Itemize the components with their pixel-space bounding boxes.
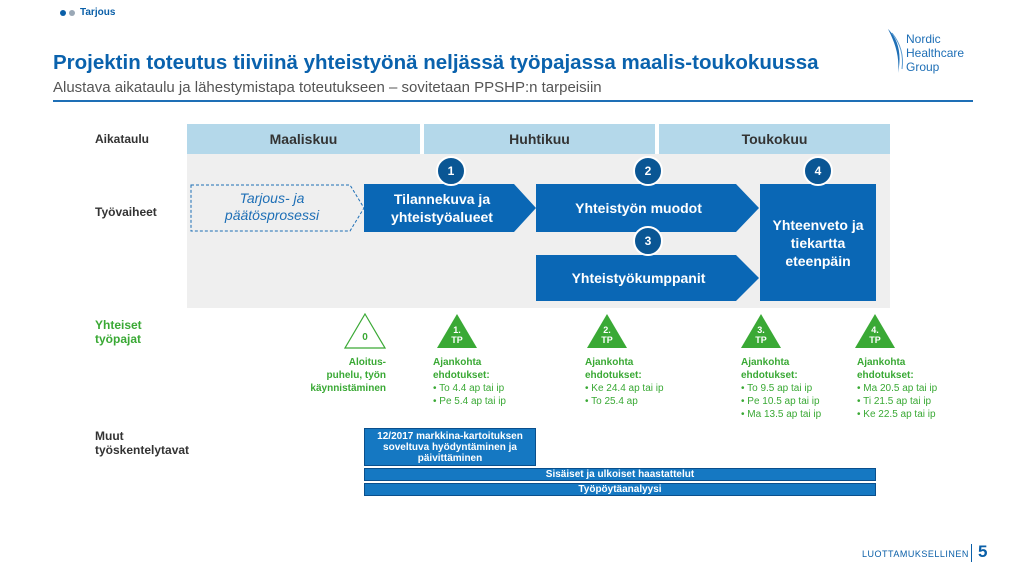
phase-1-arrow (364, 184, 536, 232)
workshop-4-text: Ajankohta ehdotukset: • Ma 20.5 ap tai i… (857, 356, 937, 421)
mark-line: TP (601, 335, 613, 345)
workshop-item: • To 9.5 ap tai ip (741, 383, 813, 394)
workshop-item: • Ke 22.5 ap tai ip (857, 409, 936, 420)
phase-number-2: 2 (633, 156, 663, 186)
workshop-3-mark: 3.TP (740, 325, 782, 345)
tender-line: päätösprosessi (224, 207, 320, 223)
workshop-heading: Ajankohta (857, 357, 906, 368)
phase-4-line: eteenpäin (785, 252, 851, 269)
workshop-3-text: Ajankohta ehdotukset: • To 9.5 ap tai ip… (741, 356, 821, 421)
row-label-other: Muut työskentelytavat (95, 429, 189, 457)
header-dot (69, 10, 75, 16)
bar-line: päivittäminen (417, 453, 483, 464)
workshop-2-mark: 2.TP (586, 325, 628, 345)
row-label-line: Yhteiset (95, 318, 142, 332)
tender-phase-label: Tarjous- ja päätösprosessi (192, 190, 352, 224)
bar-line: 12/2017 markkina-kartoituksen (377, 431, 523, 442)
mark-line: 2. (603, 325, 611, 335)
mark-line: 1. (453, 325, 461, 335)
desk-analysis-bar: Työpöytäanalyysi (364, 483, 876, 496)
page-subtitle: Alustava aikataulu ja lähestymistapa tot… (53, 79, 602, 96)
workshop-heading: ehdotukset: (857, 370, 914, 381)
title-divider (53, 100, 973, 102)
workshop-0-mark: 0 (362, 332, 368, 343)
workshop-1-text: Ajankohta ehdotukset: • To 4.4 ap tai ip… (433, 356, 506, 408)
row-label-schedule: Aikataulu (95, 132, 150, 146)
phase-3-arrow (536, 255, 759, 301)
phase-number-1: 1 (436, 156, 466, 186)
workshop-heading: Ajankohta (433, 357, 482, 368)
workshop-2-triangle (587, 314, 627, 348)
workshop-item: • To 25.4 ap (585, 396, 638, 407)
tender-phase-outline (190, 184, 365, 232)
month-march: Maaliskuu (187, 124, 420, 154)
phase-1-label: Tilannekuva ja yhteistyöalueet (366, 184, 518, 232)
phase-2-arrow (536, 184, 759, 232)
workshop-item: • To 4.4 ap tai ip (433, 383, 505, 394)
workshop-heading: Ajankohta (741, 357, 790, 368)
phase-number-4: 4 (803, 156, 833, 186)
workshop-heading: ehdotukset: (585, 370, 642, 381)
phase-number-3: 3 (633, 226, 663, 256)
row-label-line: työskentelytavat (95, 443, 190, 457)
header-tag: Tarjous (80, 7, 116, 18)
workshop-2-text: Ajankohta ehdotukset: • Ke 24.4 ap tai i… (585, 356, 664, 408)
page-title: Projektin toteutus tiiviinä yhteistyönä … (53, 51, 819, 74)
row-label-line: työpajat (95, 332, 142, 346)
month-april: Huhtikuu (424, 124, 655, 154)
header-dot (60, 10, 66, 16)
confidential-label: LUOTTAMUKSELLINEN (862, 549, 969, 559)
workshop-heading: Ajankohta (585, 357, 634, 368)
workshop-item: • Pe 10.5 ap tai ip (741, 396, 820, 407)
workshop-item: • Ti 21.5 ap tai ip (857, 396, 932, 407)
workshop-4-triangle (855, 314, 895, 348)
bar-line: soveltuva hyödyntäminen ja (383, 442, 517, 453)
mark-line: TP (869, 335, 881, 345)
phase-4-line: Yhteenveto ja (772, 216, 864, 233)
interviews-bar: Sisäiset ja ulkoiset haastattelut (364, 468, 876, 481)
page-number: 5 (978, 542, 988, 561)
workshop-heading: ehdotukset: (433, 370, 490, 381)
mark-line: 4. (871, 325, 879, 335)
workshop-line: Aloitus- (348, 357, 386, 368)
phase-2-label: Yhteistyön muodot (575, 200, 702, 216)
mark-line: TP (755, 335, 767, 345)
phase-4-box: Yhteenveto ja tiekartta eteenpäin (760, 184, 876, 301)
footer-divider (971, 544, 972, 562)
tender-line: Tarjous- ja (239, 190, 305, 206)
workshop-3-triangle (741, 314, 781, 348)
logo-line: Group (906, 60, 940, 74)
workshop-item: • Ke 24.4 ap tai ip (585, 383, 664, 394)
workshop-line: puhelu, työn (326, 370, 386, 381)
phase-1-line: Tilannekuva ja (393, 191, 491, 207)
logo-text: Nordic Healthcare Group (906, 32, 964, 74)
logo-line: Nordic (906, 32, 941, 46)
workshop-1-mark: 1.TP (436, 325, 478, 345)
logo-line: Healthcare (906, 46, 965, 60)
workshop-item: • Pe 5.4 ap tai ip (433, 396, 506, 407)
workshop-line: käynnistäminen (310, 383, 386, 394)
workshop-1-triangle (437, 314, 477, 348)
workshop-0-triangle (344, 313, 386, 349)
workshop-0-text: Aloitus- puhelu, työn käynnistäminen (296, 356, 386, 395)
workshop-item: • Ma 13.5 ap tai ip (741, 409, 822, 420)
logo-swoosh-icon (888, 29, 903, 73)
workshop-item: • Ma 20.5 ap tai ip (857, 383, 938, 394)
market-survey-bar: 12/2017 markkina-kartoituksen soveltuva … (364, 428, 536, 466)
phase-3-label: Yhteistyökumppanit (571, 270, 706, 286)
row-label-line: Muut (95, 429, 124, 443)
phase-1-line: yhteistyöalueet (391, 209, 493, 225)
phase-4-line: tiekartta (790, 234, 846, 251)
mark-line: 3. (757, 325, 765, 335)
row-label-workshops: Yhteiset työpajat (95, 318, 142, 346)
row-label-phases: Työvaiheet (95, 205, 157, 219)
mark-line: TP (451, 335, 463, 345)
workshop-heading: ehdotukset: (741, 370, 798, 381)
month-may: Toukokuu (659, 124, 890, 154)
workshop-4-mark: 4.TP (854, 325, 896, 345)
